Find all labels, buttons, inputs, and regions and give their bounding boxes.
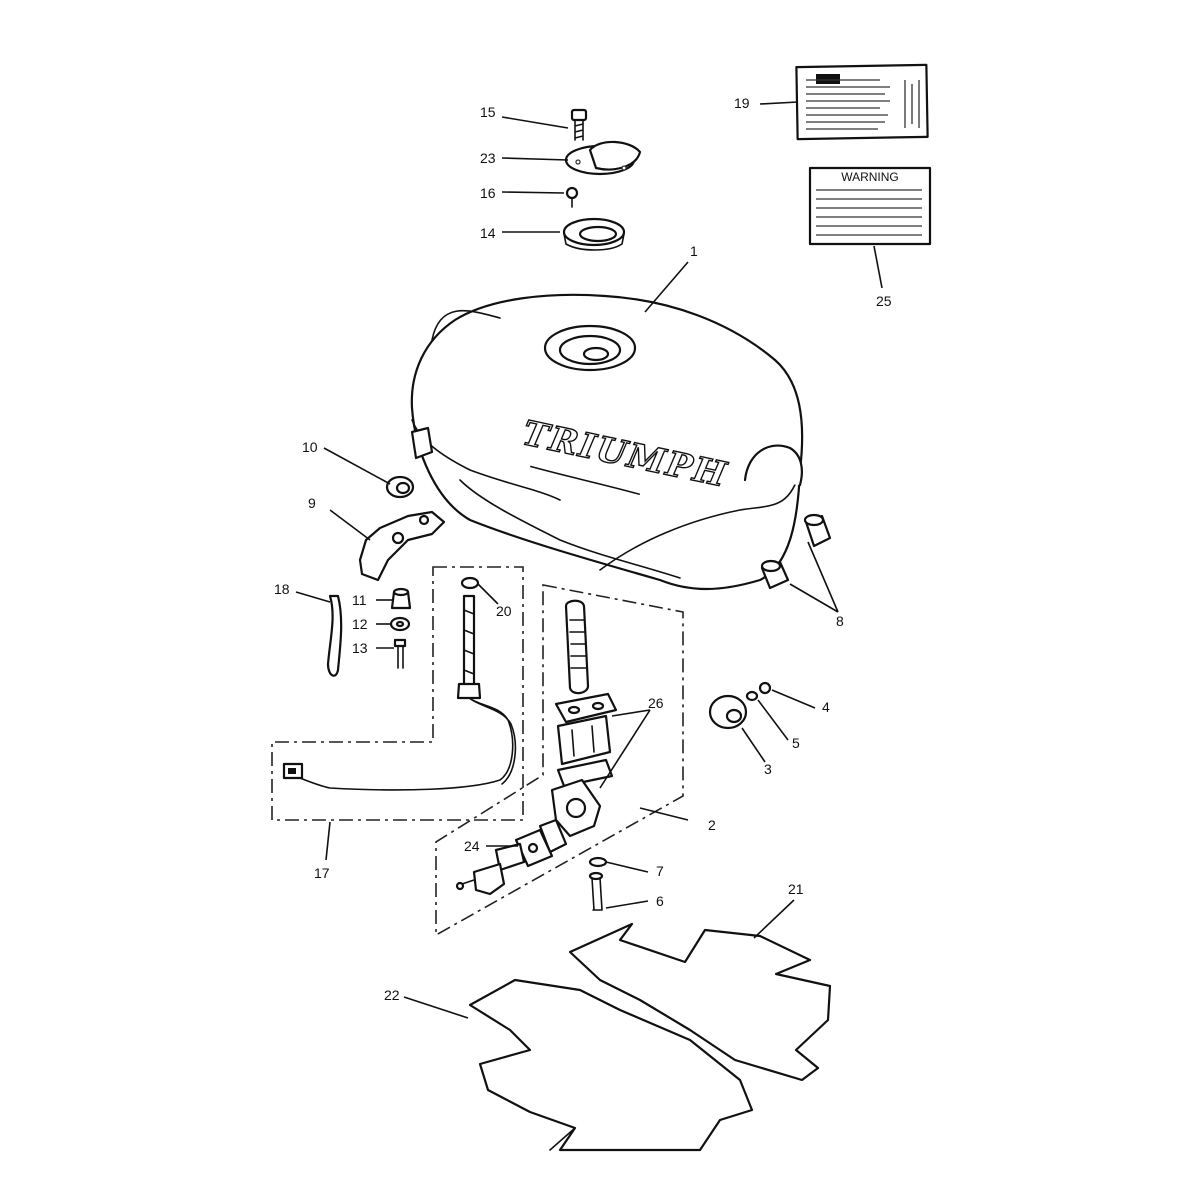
gasket-26-lower bbox=[556, 758, 614, 788]
callout-16: 16 bbox=[480, 185, 496, 201]
fuel-level-sender bbox=[282, 594, 517, 791]
fuel-filter bbox=[564, 599, 590, 695]
leader-lines bbox=[295, 101, 883, 1019]
tap-spacer bbox=[556, 714, 612, 766]
assembly-boundary-17 bbox=[271, 566, 524, 821]
callout-17: 17 bbox=[314, 865, 330, 881]
callout-20: 20 bbox=[496, 603, 512, 619]
callout-13: 13 bbox=[352, 640, 368, 656]
filler-cap-23 bbox=[564, 140, 642, 176]
callout-21: 21 bbox=[788, 881, 804, 897]
callout-23: 23 bbox=[480, 150, 496, 166]
hose-18 bbox=[326, 594, 343, 677]
spacer-11 bbox=[390, 587, 412, 610]
bracket-3 bbox=[708, 694, 748, 730]
callout-1: 1 bbox=[690, 243, 698, 259]
rubber-8-lower bbox=[760, 559, 790, 590]
callout-8: 8 bbox=[836, 613, 844, 629]
info-label-19 bbox=[795, 63, 929, 141]
callout-25: 25 bbox=[876, 293, 892, 309]
warning-heading: WARNING bbox=[841, 170, 899, 184]
washer-5 bbox=[745, 690, 759, 702]
assembly-boundary-2 bbox=[435, 584, 684, 937]
callout-10: 10 bbox=[302, 439, 318, 455]
callout-18: 18 bbox=[274, 581, 290, 597]
bolt-6 bbox=[588, 871, 604, 911]
callout-22: 22 bbox=[384, 987, 400, 1003]
pad-22 bbox=[468, 978, 754, 1152]
callout-14: 14 bbox=[480, 225, 496, 241]
callout-7: 7 bbox=[656, 863, 664, 879]
warning-label-25: WARNING bbox=[808, 166, 932, 246]
callout-19: 19 bbox=[734, 95, 750, 111]
o-ring-20 bbox=[460, 576, 480, 590]
callout-3: 3 bbox=[764, 761, 772, 777]
callout-2: 2 bbox=[708, 817, 716, 833]
callout-26: 26 bbox=[648, 695, 664, 711]
callout-numbers: 1 2 3 4 5 6 7 8 9 10 11 12 13 14 15 16 1… bbox=[274, 95, 892, 1003]
callout-4: 4 bbox=[822, 699, 830, 715]
callout-5: 5 bbox=[792, 735, 800, 751]
pad-21 bbox=[568, 922, 832, 1082]
screw-4 bbox=[758, 681, 772, 695]
washer-12 bbox=[389, 616, 411, 632]
gasket-26 bbox=[554, 692, 618, 724]
bolt-13 bbox=[393, 638, 407, 669]
washer-7 bbox=[588, 856, 608, 868]
callout-24: 24 bbox=[464, 838, 480, 854]
callout-11: 11 bbox=[352, 592, 367, 608]
bracket-9 bbox=[358, 510, 446, 582]
screw-16 bbox=[565, 186, 579, 208]
callout-12: 12 bbox=[352, 616, 368, 632]
callout-9: 9 bbox=[308, 495, 316, 511]
grommet-10 bbox=[385, 475, 415, 499]
callout-15: 15 bbox=[480, 104, 496, 120]
fuel-tank: TRIUMPH bbox=[410, 293, 804, 591]
filler-ring-14 bbox=[562, 217, 626, 251]
rubber-8-upper bbox=[803, 513, 832, 548]
cap-bolt-15 bbox=[570, 108, 588, 141]
callout-6: 6 bbox=[656, 893, 664, 909]
